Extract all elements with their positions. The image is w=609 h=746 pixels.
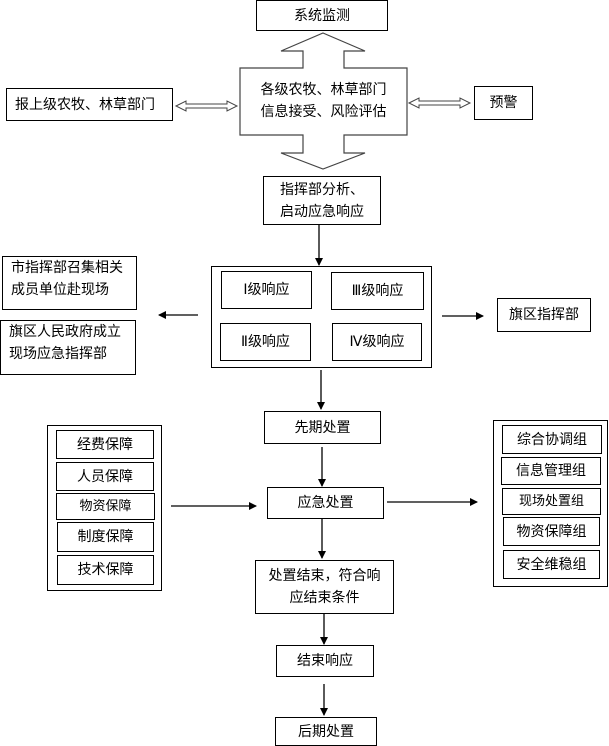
info-receive-line2: 信息接受、风险评估	[260, 104, 387, 120]
group-label: 安全维稳组	[516, 556, 587, 573]
group-label: 综合协调组	[517, 431, 587, 448]
guarantee-label: 物资保障	[79, 498, 132, 514]
level-3-label: Ⅲ级响应	[351, 283, 404, 299]
banner-gov-line1: 旗区人民政府成立	[9, 324, 121, 340]
disposal-end-line2: 应结束条件	[289, 590, 360, 606]
guarantees-group	[47, 425, 162, 591]
level-4-box: Ⅳ级响应	[332, 323, 422, 361]
initial-disposal-label: 先期处置	[294, 419, 351, 436]
report-upper-box: 报上级农牧、林草部门	[6, 88, 173, 121]
post-disposal-box: 后期处置	[275, 717, 377, 746]
level-1-box: Ⅰ级响应	[221, 271, 312, 309]
initial-disposal-box: 先期处置	[264, 411, 381, 444]
group-item: 综合协调组	[502, 425, 602, 454]
emergency-disposal-label: 应急处置	[297, 495, 354, 511]
level-1-label: Ⅰ级响应	[243, 282, 290, 298]
level-4-label: Ⅳ级响应	[349, 334, 405, 350]
report-upper-label: 报上级农牧、林草部门	[15, 96, 155, 113]
big-double-arrow	[239, 32, 408, 170]
banner-command-label: 旗区指挥部	[509, 307, 579, 323]
banner-command-box: 旗区指挥部	[497, 298, 591, 332]
guarantee-label: 经费保障	[77, 436, 133, 453]
group-item: 物资保障组	[503, 517, 600, 546]
level-2-box: Ⅱ级响应	[220, 323, 311, 361]
level-2-label: Ⅱ级响应	[241, 334, 290, 350]
guarantee-label: 人员保障	[77, 468, 133, 485]
end-response-label: 结束响应	[297, 653, 353, 669]
end-response-box: 结束响应	[276, 645, 374, 677]
emergency-disposal-box: 应急处置	[267, 487, 384, 519]
guarantee-item: 技术保障	[57, 555, 154, 585]
group-label: 现场处置组	[518, 493, 584, 509]
disposal-end-box: 处置结束，符合响 应结束条件	[255, 560, 394, 614]
guarantee-item: 经费保障	[56, 430, 154, 459]
info-receive-label: 各级农牧、林草部门 信息接受、风险评估	[240, 79, 407, 123]
group-label: 信息管理组	[516, 463, 586, 479]
warning-label: 预警	[489, 95, 518, 111]
command-analysis-box: 指挥部分析、 启动应急响应	[263, 176, 381, 225]
guarantee-label: 技术保障	[77, 562, 134, 578]
group-item: 安全维稳组	[503, 550, 600, 579]
guarantee-label: 制度保障	[77, 529, 134, 545]
warning-box: 预警	[474, 86, 533, 120]
group-item: 信息管理组	[501, 457, 601, 485]
double-arrow-right	[407, 97, 472, 109]
command-line1: 指挥部分析、	[280, 181, 364, 198]
info-receive-line1: 各级农牧、林草部门	[260, 82, 387, 98]
guarantee-item: 制度保障	[57, 522, 154, 552]
command-line2: 启动应急响应	[280, 203, 364, 220]
level-3-box: Ⅲ级响应	[331, 272, 424, 310]
city-command-line2: 成员单位赴现场	[11, 282, 109, 298]
monitoring-label: 系统监测	[294, 7, 350, 24]
groups-container	[493, 420, 608, 587]
banner-gov-line2: 现场应急指挥部	[9, 346, 107, 362]
response-levels-group	[211, 266, 432, 368]
disposal-end-line1: 处置结束，符合响	[268, 568, 381, 584]
double-arrow-left	[174, 100, 239, 112]
group-item: 现场处置组	[502, 488, 601, 515]
group-label: 物资保障组	[516, 523, 587, 540]
banner-gov-box: 旗区人民政府成立 现场应急指挥部	[0, 320, 136, 375]
guarantee-item: 物资保障	[56, 493, 155, 520]
city-command-box: 市指挥部召集相关 成员单位赴现场	[2, 256, 137, 310]
monitoring-box: 系统监测	[256, 0, 388, 31]
post-disposal-label: 后期处置	[298, 723, 354, 740]
guarantee-item: 人员保障	[56, 462, 154, 491]
city-command-line1: 市指挥部召集相关	[11, 260, 123, 276]
